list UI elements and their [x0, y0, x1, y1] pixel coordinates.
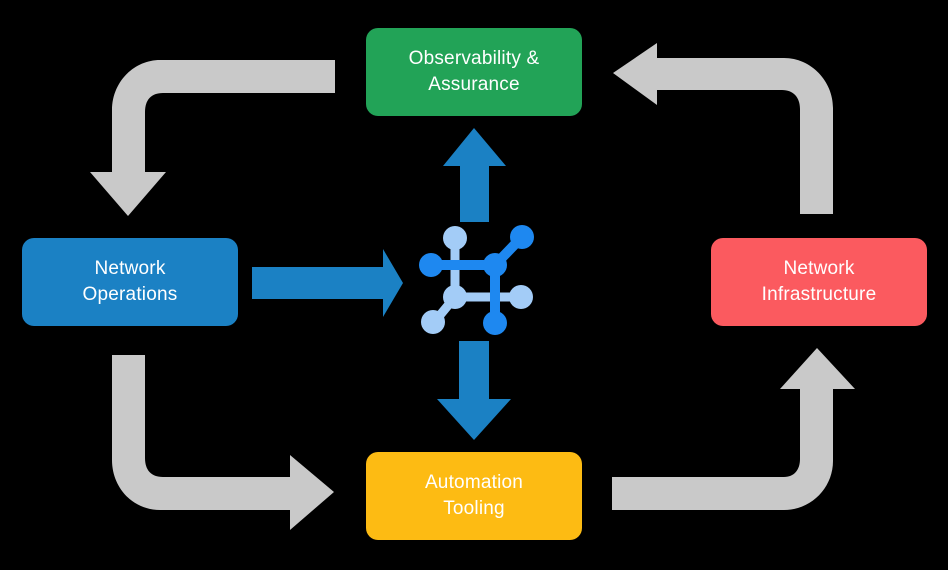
- node-automation-label: Automation Tooling: [424, 472, 524, 519]
- node-network-operations[interactable]: Network Operations: [22, 238, 238, 326]
- node-network-infrastructure[interactable]: Network Infrastructure: [711, 238, 927, 326]
- gray-arrow-bottom-left: [112, 355, 334, 530]
- gray-arrow-top-left: [90, 60, 335, 216]
- network-icon-light-nodes: [421, 226, 533, 334]
- blue-arrow-down: [437, 341, 511, 440]
- blue-arrow-right: [252, 249, 403, 317]
- node-operations-label: Network Operations: [82, 258, 178, 305]
- network-icon-dark-nodes: [419, 225, 534, 335]
- blue-arrow-up: [443, 128, 506, 222]
- node-infrastructure-label: Network Infrastructure: [761, 258, 877, 305]
- node-automation-tooling[interactable]: Automation Tooling: [366, 452, 582, 540]
- node-observability-assurance[interactable]: Observability & Assurance: [366, 28, 582, 116]
- node-observability-label: Observability & Assurance: [408, 48, 540, 95]
- gray-arrow-bottom-right: [612, 348, 855, 510]
- gray-arrow-top-right: [613, 43, 833, 214]
